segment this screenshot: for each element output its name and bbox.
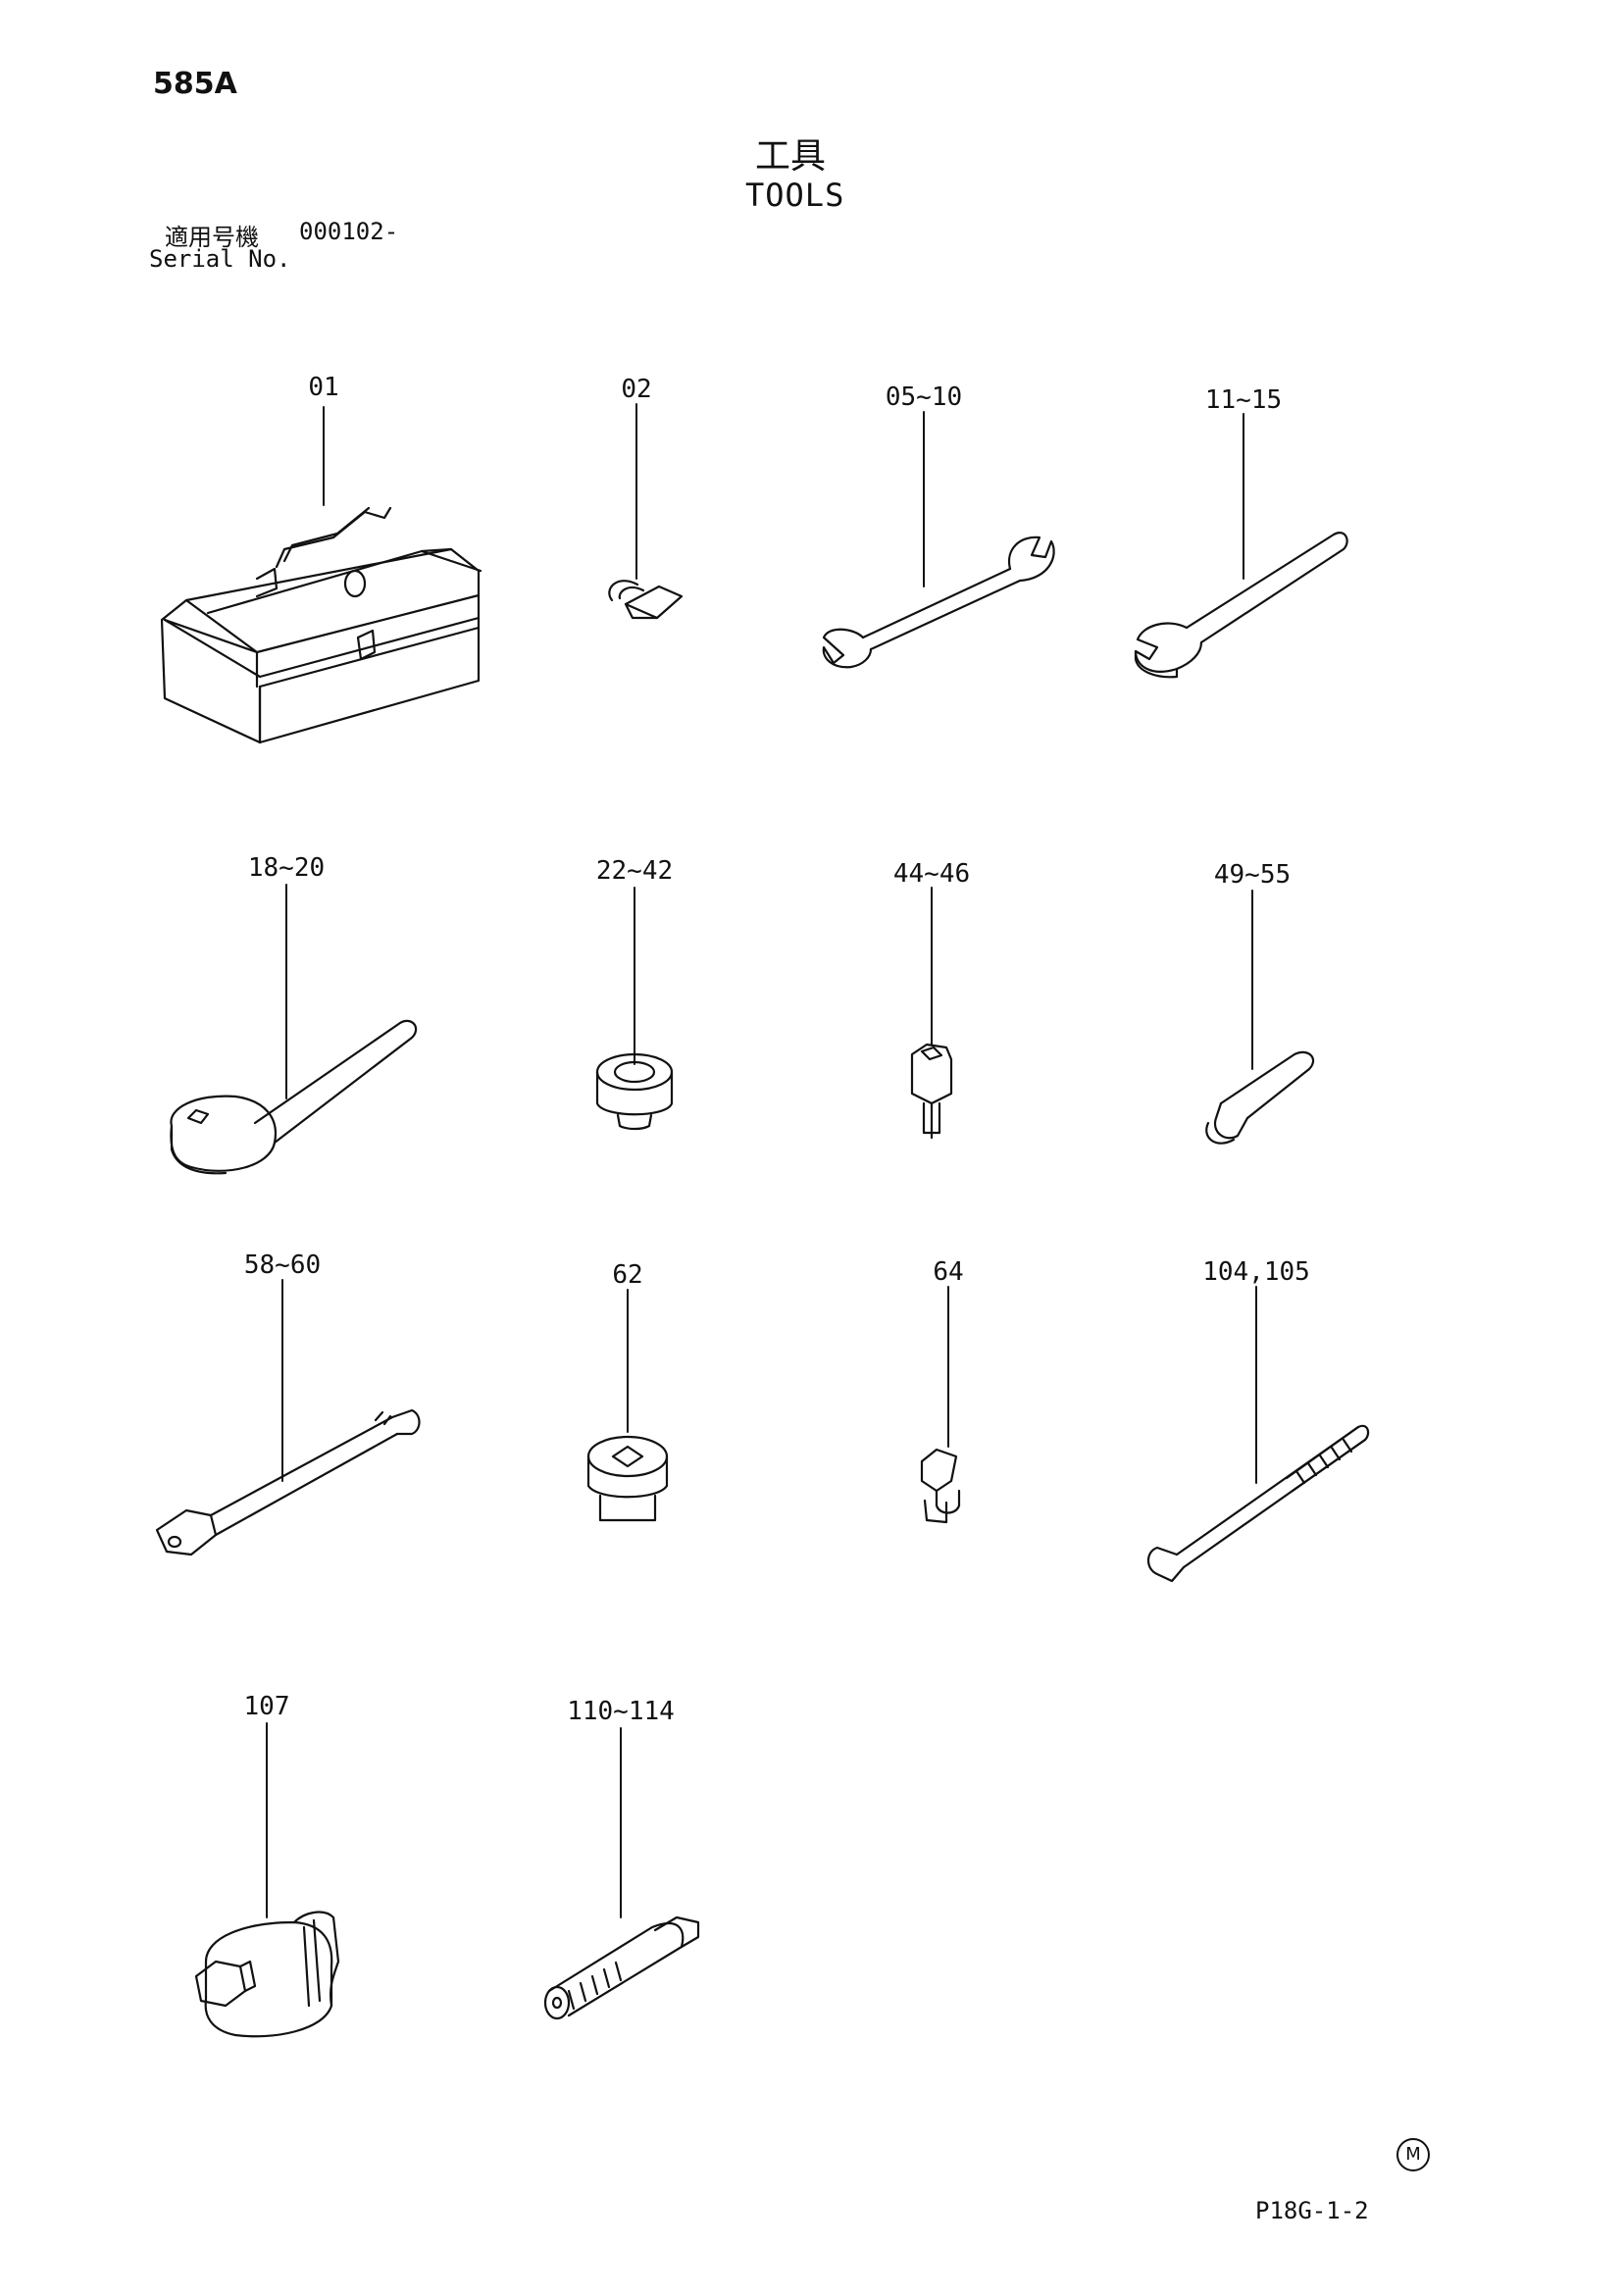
callout-49-55[interactable]: 49~55: [1213, 860, 1292, 890]
page-code: 585A: [153, 67, 237, 101]
stud-bolt-drawing[interactable]: [543, 1727, 700, 2020]
serial-label: Serial No.: [149, 245, 291, 273]
callout-107[interactable]: 107: [243, 1692, 290, 1721]
ratchet-handle-drawing[interactable]: [170, 884, 418, 1175]
callout-64[interactable]: 64: [933, 1257, 964, 1287]
l-handle-bolt-drawing[interactable]: [1146, 1286, 1370, 1583]
callout-05-10[interactable]: 05~10: [885, 383, 963, 412]
page-title-japanese: 工具: [755, 136, 827, 177]
callout-62[interactable]: 62: [612, 1260, 643, 1290]
callout-11-15[interactable]: 11~15: [1204, 385, 1283, 415]
drawing-code: P18G-1-2: [1255, 2197, 1369, 2224]
hex-bit-socket-drawing[interactable]: [910, 887, 953, 1140]
callout-104-105[interactable]: 104,105: [1202, 1257, 1310, 1287]
callout-110-114[interactable]: 110~114: [567, 1697, 675, 1726]
page-title: TOOLS: [745, 177, 845, 214]
registered-marker: M: [1396, 2138, 1430, 2171]
tool-box-drawing[interactable]: [160, 406, 482, 744]
universal-joint-drawing[interactable]: [920, 1286, 961, 1524]
serial-label-japanese: 適用号機: [165, 224, 259, 251]
socket-drawing[interactable]: [595, 887, 674, 1131]
hook-drawing[interactable]: [608, 403, 684, 620]
adapter-drawing[interactable]: [586, 1289, 669, 1522]
callout-02[interactable]: 02: [621, 375, 652, 404]
callout-58-60[interactable]: 58~60: [243, 1250, 322, 1280]
callout-01[interactable]: 01: [308, 373, 339, 402]
serial-number-value: 000102-: [299, 218, 399, 245]
hex-key-drawing[interactable]: [1205, 890, 1315, 1145]
callout-22-42[interactable]: 22~42: [595, 856, 674, 886]
callout-18-20[interactable]: 18~20: [247, 853, 326, 883]
callout-44-46[interactable]: 44~46: [892, 859, 971, 889]
open-end-wrench-drawing[interactable]: [1134, 413, 1348, 679]
double-wrench-drawing[interactable]: [822, 411, 1055, 669]
extension-bar-drawing[interactable]: [155, 1279, 421, 1556]
large-socket-drawing[interactable]: [194, 1722, 340, 2038]
